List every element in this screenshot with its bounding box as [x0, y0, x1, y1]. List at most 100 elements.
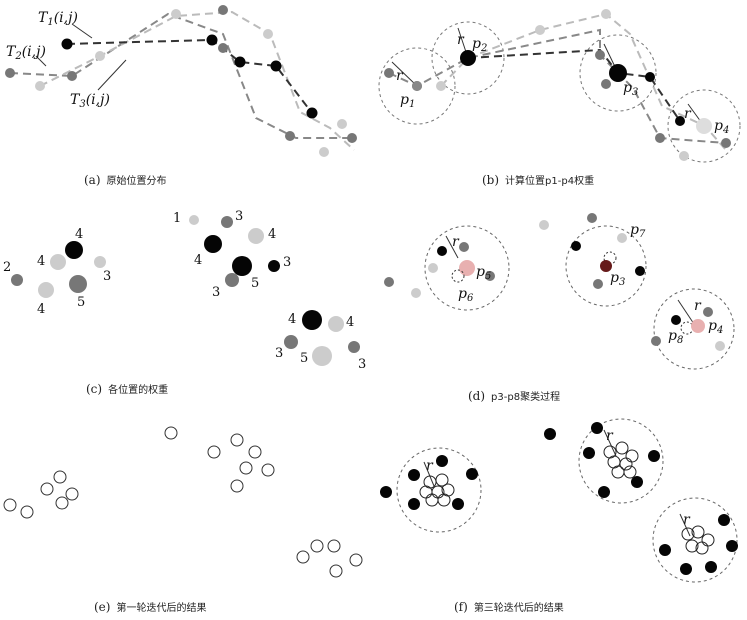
d-point [411, 288, 421, 298]
t3-point [5, 68, 15, 78]
e-point [262, 464, 274, 476]
weight-point [284, 335, 298, 349]
e-point [330, 565, 342, 577]
weight-point [50, 254, 66, 270]
d-point-p6 [452, 270, 464, 282]
f-black-points [380, 422, 738, 575]
t1-arrow [72, 24, 92, 38]
e-point [41, 483, 53, 495]
weight-label: 4 [268, 227, 276, 242]
b-point [595, 50, 605, 60]
d-point-p5 [459, 260, 475, 276]
weight-label: 3 [358, 357, 366, 372]
b-point-p2 [460, 50, 476, 66]
b-point [645, 72, 655, 82]
radius-label-p1: r [396, 68, 404, 84]
panel-a-caption: (a)原始位置分布 [84, 173, 167, 187]
cluster-circle-f3 [653, 498, 737, 582]
weight-point [268, 260, 280, 272]
weight-point [302, 310, 322, 330]
t1-point [235, 57, 246, 68]
b-point [384, 68, 394, 78]
radius-label-f1: r [426, 458, 434, 474]
label-p5: p5 [476, 264, 491, 282]
f-black-point [408, 469, 420, 481]
weight-point [94, 256, 106, 268]
d-point [703, 307, 713, 317]
e-point [297, 551, 309, 563]
f-black-point [718, 514, 730, 526]
radius-label-d3: r [694, 298, 702, 314]
e-point [231, 434, 243, 446]
panel-a: T1(i,j) T2(i,j) T3(i,j) (a)原始位置分布 [5, 5, 357, 187]
label-p4: p4 [714, 118, 729, 136]
t2-point [319, 147, 329, 157]
f-black-point [680, 563, 692, 575]
b-trajectory-t1 [468, 50, 680, 121]
weight-label: 3 [283, 255, 291, 270]
label-p3-d: p3 [610, 270, 625, 288]
d-point [635, 266, 645, 276]
weight-label: 4 [37, 254, 45, 269]
weight-label: 3 [212, 285, 220, 300]
trajectory-t3-line [10, 14, 352, 138]
t2-point [263, 29, 273, 39]
d-point [681, 322, 693, 334]
label-p3: p3 [623, 80, 638, 98]
panel-d-caption: (d)p3-p8聚类过程 [468, 389, 560, 403]
t2-point [35, 81, 45, 91]
t3-point [285, 131, 295, 141]
radius-label-f3: r [683, 512, 691, 528]
weight-label: 1 [173, 211, 181, 226]
d-point [437, 246, 447, 256]
trajectory-t3-label: T3(i,j) [70, 92, 110, 110]
f-black-point [591, 422, 603, 434]
t2-point [337, 119, 347, 129]
e-point [21, 506, 33, 518]
f-black-point [544, 428, 556, 440]
d-point-p4 [691, 319, 705, 333]
weight-label: 3 [235, 209, 243, 224]
f-black-point [436, 455, 448, 467]
weight-point [312, 346, 332, 366]
label-p4-d: p4 [708, 318, 723, 336]
f-hollow-point [616, 442, 628, 454]
f-black-point [598, 486, 610, 498]
weight-label: 4 [37, 302, 45, 317]
d-point [384, 277, 394, 287]
e-point [350, 554, 362, 566]
weight-label: 3 [275, 346, 283, 361]
d-point [617, 233, 627, 243]
t3-point [347, 133, 357, 143]
t1-point [62, 39, 73, 50]
b-trajectory-t2 [441, 14, 726, 150]
weight-point [328, 316, 344, 332]
d-point [571, 241, 581, 251]
e-point [328, 540, 340, 552]
t1-point [307, 108, 318, 119]
t3-point [67, 71, 77, 81]
weight-label: 5 [300, 351, 308, 366]
weight-point [189, 215, 199, 225]
weight-point [38, 282, 54, 298]
d-point [428, 263, 438, 273]
weight-point [65, 241, 83, 259]
e-point [66, 488, 78, 500]
panel-d: r r p5 p6 p7 p3 p4 p8 (d)p3-p8聚类过程 [384, 213, 734, 403]
b-point [436, 81, 446, 91]
b-point-p1 [412, 81, 422, 91]
t1-point [207, 35, 218, 46]
f-black-point [380, 486, 392, 498]
f-black-point [648, 450, 660, 462]
radius-label-f2: r [606, 428, 614, 444]
trajectory-t2-line [40, 12, 354, 150]
e-point [4, 499, 16, 511]
weight-point [11, 274, 23, 286]
b-point [601, 9, 611, 19]
weight-label: 5 [77, 295, 85, 310]
b-point [721, 138, 731, 148]
panel-c: 4 2 4 3 4 5 1 3 4 4 3 3 5 4 4 3 5 3 (c)各… [3, 209, 366, 396]
panel-c-caption: (c)各位置的权重 [86, 382, 168, 396]
e-point [208, 446, 220, 458]
f-black-point [726, 540, 738, 552]
